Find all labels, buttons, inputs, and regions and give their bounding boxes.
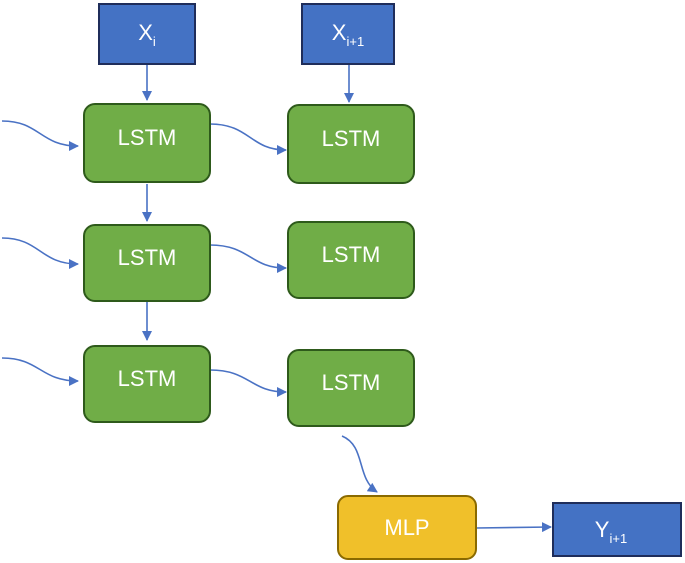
input-x-i-plus-1: Xi+1 [301, 3, 395, 65]
lstm-node-label: LSTM [322, 242, 381, 267]
lstm-node-label: LSTM [118, 125, 177, 150]
lstm-node-row-1-col-1: LSTM [83, 103, 211, 183]
lstm-node-label: LSTM [322, 126, 381, 151]
output-y-sub: i+1 [609, 531, 627, 546]
svg-text:Xi: Xi [138, 20, 156, 49]
arrow-mlp-to-output [475, 522, 552, 533]
arrow-lstm-1-1-to-lstm-1-2 [209, 123, 287, 155]
arrow-incoming-row-3 [1, 357, 79, 386]
output-y-base: Y [595, 517, 610, 542]
arrow-lstm-3-2-to-mlp [341, 435, 378, 493]
input-x-i-plus-1-sub: i+1 [346, 34, 364, 49]
lstm-node-label: LSTM [322, 370, 381, 395]
output-y-i-plus-1-box [552, 502, 682, 557]
lstm-node-row-1-col-2: LSTM [287, 104, 415, 184]
arrow-lstm-2-1-to-lstm-2-2 [209, 244, 287, 273]
lstm-node-row-3-col-2: LSTM [287, 349, 415, 427]
lstm-node-box [83, 103, 211, 183]
lstm-node-box [287, 104, 415, 184]
input-x-i-base: X [138, 20, 153, 45]
svg-text:Yi+1: Yi+1 [595, 517, 627, 546]
arrow-incoming-row-2 [1, 237, 79, 269]
output-y-i-plus-1: Yi+1 [552, 502, 682, 557]
connections [1, 64, 552, 533]
lstm-node-label: LSTM [118, 245, 177, 270]
input-x-i-plus-1-base: X [332, 20, 347, 45]
lstm-node-box [287, 221, 415, 299]
input-x-i: Xi [98, 3, 196, 65]
mlp-node-box [337, 495, 477, 560]
input-x-i-sub: i [153, 34, 156, 49]
svg-text:Xi+1: Xi+1 [332, 20, 364, 49]
lstm-node-row-2-col-2: LSTM [287, 221, 415, 299]
lstm-node-box [83, 224, 211, 302]
arrow-incoming-row-1 [1, 120, 79, 151]
mlp-node-label: MLP [384, 515, 429, 540]
input-x-i-box [98, 3, 196, 65]
mlp-node: MLP [337, 495, 477, 560]
input-x-i-plus-1-box [301, 3, 395, 65]
lstm-node-box [83, 345, 211, 423]
lstm-node-box [287, 349, 415, 427]
lstm-node-row-3-col-1: LSTM [83, 345, 211, 423]
lstm-node-label: LSTM [118, 366, 177, 391]
lstm-node-row-2-col-1: LSTM [83, 224, 211, 302]
arrow-lstm-3-1-to-lstm-3-2 [209, 369, 287, 397]
